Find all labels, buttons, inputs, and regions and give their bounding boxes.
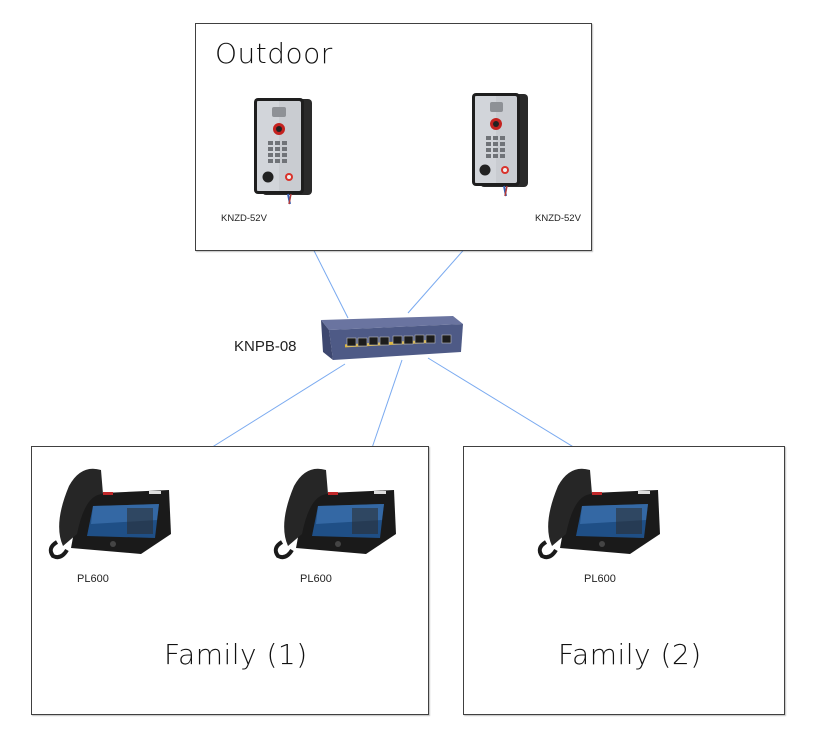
desk-phone-icon bbox=[537, 468, 660, 560]
zone-family-2: PL600 Family (2) bbox=[463, 446, 785, 715]
ip-phone-2 bbox=[266, 464, 398, 573]
switch-label: KNPB-08 bbox=[234, 338, 297, 355]
desk-phone-icon bbox=[48, 468, 171, 560]
zone-family-1: PL600 PL600 Family (1) bbox=[31, 446, 429, 715]
doorphone-2-label: KNZD-52V bbox=[535, 213, 581, 224]
phone-3-label: PL600 bbox=[584, 573, 616, 585]
zone-outdoor: Outdoor KNZD-52V bbox=[195, 23, 592, 251]
doorphone-1-label: KNZD-52V bbox=[221, 213, 267, 224]
doorphone-1 bbox=[252, 97, 314, 212]
poe-switch bbox=[313, 310, 473, 373]
network-switch-icon bbox=[321, 316, 463, 360]
desk-phone-icon bbox=[273, 468, 396, 560]
zone-title-outdoor: Outdoor bbox=[215, 37, 333, 70]
phone-1-label: PL600 bbox=[77, 573, 109, 585]
zone-title-family-2: Family (2) bbox=[558, 638, 702, 671]
doorphone-2 bbox=[470, 92, 532, 207]
zone-title-family-1: Family (1) bbox=[164, 638, 308, 671]
ip-phone-1 bbox=[41, 464, 173, 573]
doorphone-icon bbox=[472, 93, 528, 197]
phone-2-label: PL600 bbox=[300, 573, 332, 585]
ip-phone-3 bbox=[530, 464, 662, 573]
doorphone-icon bbox=[254, 98, 312, 205]
